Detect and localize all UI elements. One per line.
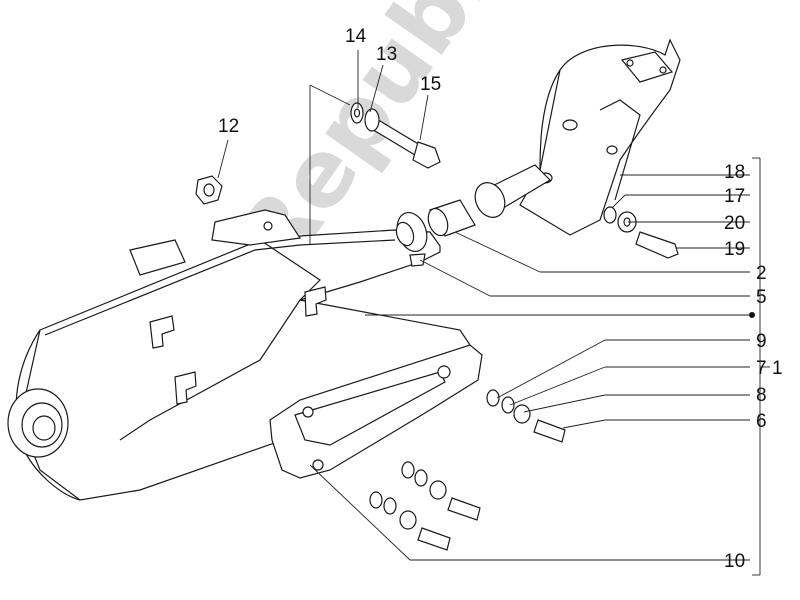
clip-slot-a (149, 315, 175, 349)
callout-17: 17 (724, 186, 745, 207)
clamp (395, 212, 428, 267)
callout-1: 1 (772, 358, 783, 379)
bolt-19 (635, 231, 679, 259)
nut-12 (195, 175, 223, 205)
callout-labels: 1 2 5 6 7 8 9 10 12 13 14 15 17 18 19 20 (218, 26, 783, 572)
callout-8: 8 (756, 385, 767, 406)
callout-20: 20 (724, 213, 745, 234)
washer-17 (603, 206, 617, 224)
clip-slot-c (304, 286, 327, 317)
callout-2: 2 (756, 263, 767, 284)
bolt-15 (369, 117, 441, 169)
callout-10: 10 (724, 551, 745, 572)
muffler (7, 209, 481, 501)
washer-13 (364, 108, 380, 132)
muffler-mount-bracket (211, 209, 302, 246)
callout-12: 12 (218, 116, 239, 137)
clip-slot-b (174, 371, 197, 405)
heat-shield (269, 344, 483, 479)
shield-fasteners (369, 389, 566, 551)
sleeve-gasket (427, 199, 476, 237)
callout-15: 15 (420, 74, 441, 95)
leader-lines (217, 50, 770, 576)
reference-dot (749, 312, 755, 318)
exhaust-pipe (474, 38, 681, 236)
exhaust-flange (620, 51, 674, 83)
callout-14: 14 (345, 26, 367, 47)
washer-14 (350, 102, 364, 124)
callout-13: 13 (376, 44, 397, 65)
callout-19: 19 (724, 239, 745, 260)
callout-7: 7 (756, 358, 767, 379)
callout-9: 9 (756, 331, 767, 352)
callout-6: 6 (756, 411, 767, 432)
callout-18: 18 (724, 162, 745, 183)
callout-5: 5 (756, 287, 767, 308)
